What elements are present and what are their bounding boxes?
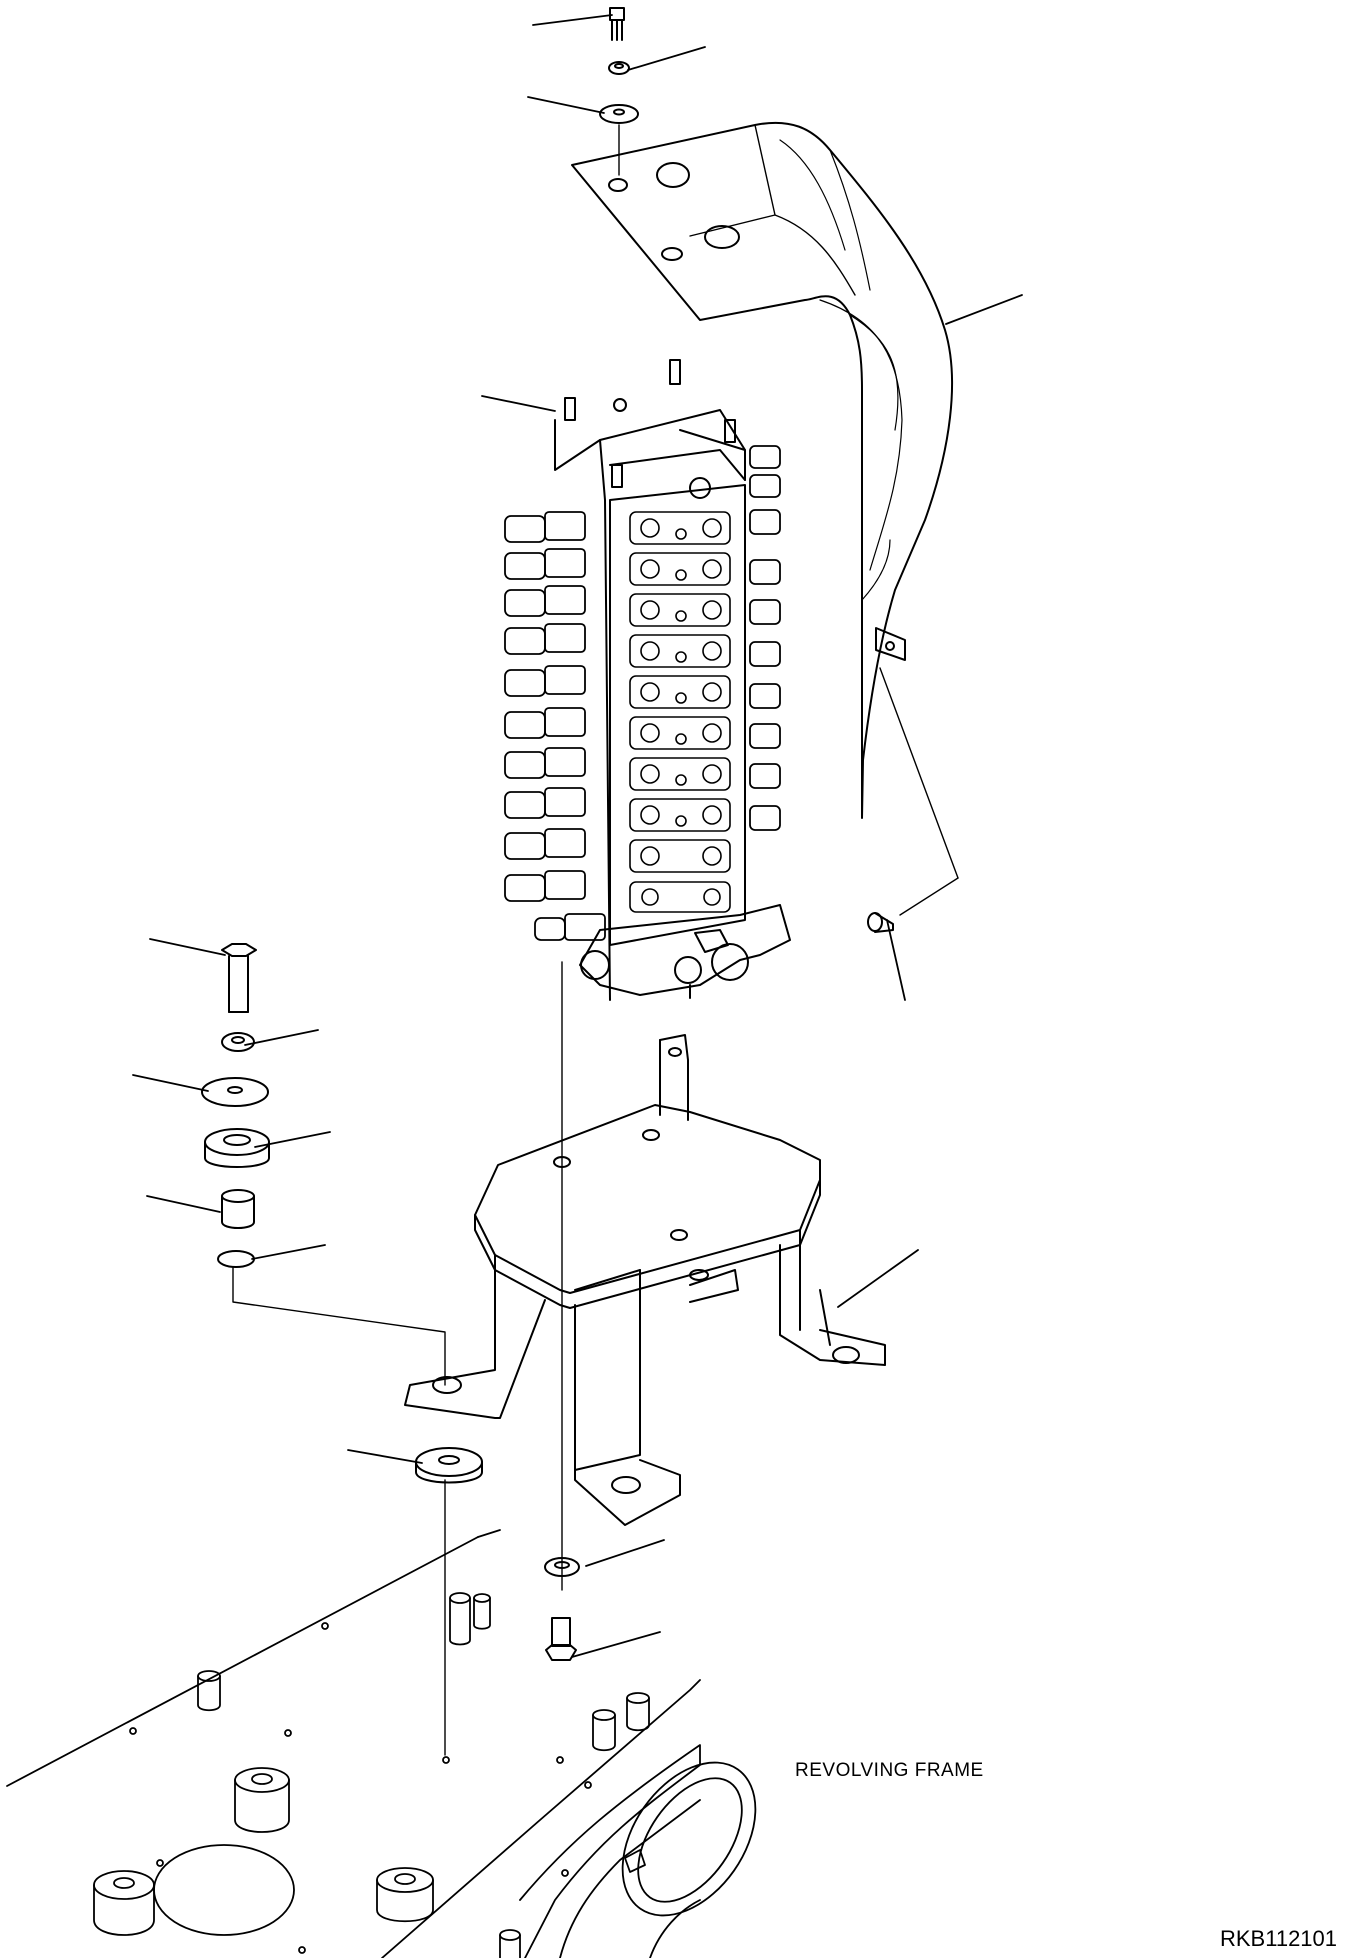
mount-spring-washer [221, 1032, 255, 1052]
valve-cover-plate [571, 121, 959, 916]
mount-flat-washer [201, 1077, 269, 1107]
control-valve [504, 359, 791, 1001]
mount-o-ring [217, 1250, 255, 1268]
top-spring-washer [608, 61, 630, 75]
bracket-bolt-washer [544, 1557, 580, 1577]
mount-bolt [221, 943, 257, 1013]
top-bolt [609, 7, 625, 41]
bracket-bolt [545, 1617, 577, 1661]
valve-bracket [404, 1034, 886, 1526]
mount-rubber [204, 1128, 270, 1168]
revolving-frame [6, 1529, 757, 1958]
mount-collar [221, 1189, 255, 1229]
leader-lines [132, 14, 1023, 1658]
drawing-number: RKB112101 [1220, 1926, 1337, 1951]
cover-screw [867, 912, 894, 933]
top-flat-washer [599, 104, 639, 124]
mount-routing-line [232, 1267, 446, 1386]
bracket-lower-washer [415, 1447, 483, 1484]
revolving-frame-label: REVOLVING FRAME [795, 1760, 984, 1781]
